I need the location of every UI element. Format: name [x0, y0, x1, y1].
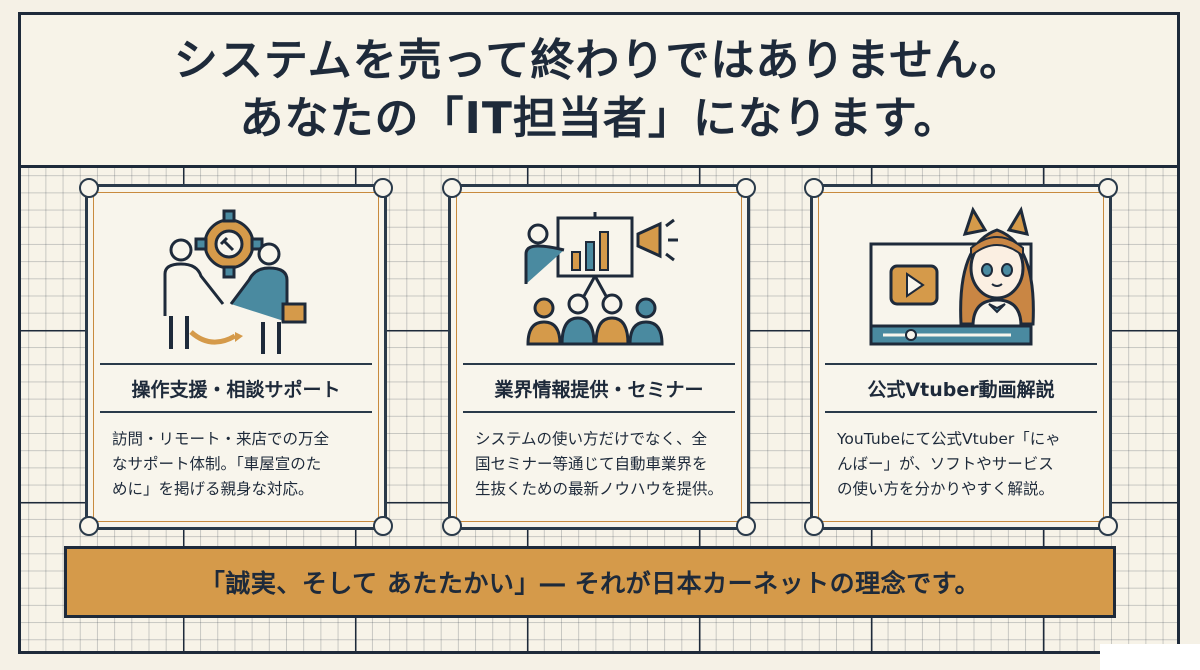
- card-title: 公式Vtuber動画解説: [825, 363, 1097, 413]
- vtuber-video-icon: [825, 199, 1097, 359]
- desc-line: システムの使い方だけでなく、全: [475, 430, 708, 448]
- headline-line-1: システムを売って終わりではありません。: [173, 35, 1025, 86]
- card-description: 訪問・リモート・来店での万全 なサポート体制。「車屋宣のた めに」を掲げる親身な…: [112, 427, 364, 502]
- card-title: 操作支援・相談サポート: [100, 363, 372, 413]
- card-seminar: 業界情報提供・セミナー システムの使い方だけでなく、全 国セミナー等通じて自動車…: [442, 178, 756, 536]
- card-description: YouTubeにて公式Vtuber「にゃ んばー」が、ソフトやサービス の使い方…: [837, 427, 1089, 502]
- desc-line: YouTubeにて公式Vtuber「にゃ: [837, 430, 1061, 448]
- card-vtuber: 公式Vtuber動画解説 YouTubeにて公式Vtuber「にゃ んばー」が、…: [804, 178, 1118, 536]
- card-title: 業界情報提供・セミナー: [463, 363, 735, 413]
- desc-line: 国セミナー等通じて自動車業界を: [475, 455, 708, 473]
- desc-line: めに」を掲げる親身な対応。: [112, 480, 314, 498]
- header: システムを売って終わりではありません。 あなたの「IT担当者」になります。: [21, 15, 1177, 165]
- card-support: 操作支援・相談サポート 訪問・リモート・来店での万全 なサポート体制。「車屋宣の…: [79, 178, 393, 536]
- desc-line: の使い方を分かりやすく解説。: [837, 480, 1055, 498]
- headline-line-2: あなたの「IT担当者」になります。: [239, 93, 959, 144]
- handshake-gear-icon: [100, 199, 372, 359]
- card-description: システムの使い方だけでなく、全 国セミナー等通じて自動車業界を 生抜くための最新…: [475, 427, 727, 502]
- seminar-presentation-icon: [463, 199, 735, 359]
- philosophy-banner: 「誠実、そして あたたかい」― それが日本カーネットの理念です。: [64, 546, 1116, 618]
- corner-blank: [1100, 644, 1200, 670]
- desc-line: んばー」が、ソフトやサービス: [837, 455, 1054, 473]
- desc-line: 訪問・リモート・来店での万全: [112, 430, 330, 448]
- desc-line: 生抜くための最新ノウハウを提供。: [475, 480, 724, 498]
- desc-line: なサポート体制。「車屋宣のた: [112, 455, 322, 473]
